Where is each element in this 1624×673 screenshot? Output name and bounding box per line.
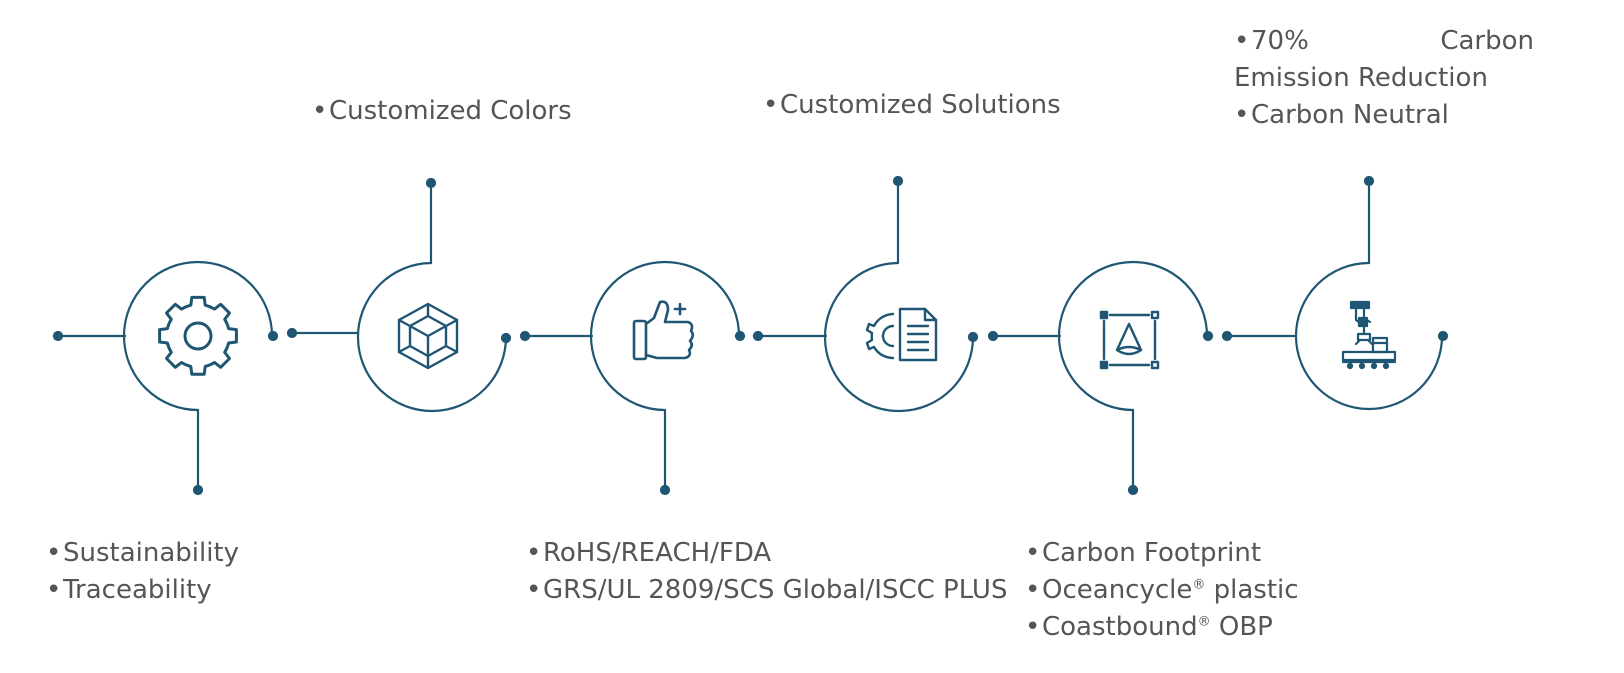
step-5-item: •Coastbound® OBP xyxy=(1025,612,1273,642)
step-3-node xyxy=(519,260,746,496)
step-1-node xyxy=(52,260,279,496)
step-2-item: •Customized Colors xyxy=(312,96,572,126)
step-5-item: •Carbon Footprint xyxy=(1025,538,1262,568)
registered-mark: ® xyxy=(1197,614,1211,630)
step-5-label: •Carbon Footprint •Oceancycle® plastic •… xyxy=(1025,535,1299,646)
robot-arm-conveyor-icon xyxy=(1341,300,1397,370)
step-3-item: •GRS/UL 2809/SCS Global/ISCC PLUS xyxy=(526,575,1008,605)
step-2-node xyxy=(286,177,512,413)
step-1-label: •Sustainability •Traceability xyxy=(46,535,239,609)
step-6-label: •70% Carbon Emission Reduction •Carbon N… xyxy=(1234,23,1534,134)
step-5-item: •Oceancycle® plastic xyxy=(1025,575,1299,605)
step-4-label: •Customized Solutions xyxy=(763,87,1061,124)
step-4-node xyxy=(752,175,979,413)
step-4-item: •Customized Solutions xyxy=(763,90,1061,120)
step-5-node xyxy=(987,260,1214,496)
step-6-item: •70% Carbon Emission Reduction xyxy=(1234,26,1534,93)
cube-icon xyxy=(397,302,459,370)
gear-document-icon xyxy=(865,307,938,362)
step-1-item: •Sustainability xyxy=(46,538,240,568)
step-6-node xyxy=(1221,175,1449,411)
cone-frame-icon xyxy=(1099,310,1160,370)
thumbs-up-plus-icon xyxy=(632,300,695,361)
step-2-label: •Customized Colors xyxy=(312,93,572,130)
gear-icon xyxy=(158,295,238,376)
step-6-item: •Carbon Neutral xyxy=(1234,100,1449,130)
step-3-label: •RoHS/REACH/FDA •GRS/UL 2809/SCS Global/… xyxy=(526,535,1007,609)
step-1-item: •Traceability xyxy=(46,575,212,605)
step-3-item: •RoHS/REACH/FDA xyxy=(526,538,772,568)
registered-mark: ® xyxy=(1192,577,1206,593)
